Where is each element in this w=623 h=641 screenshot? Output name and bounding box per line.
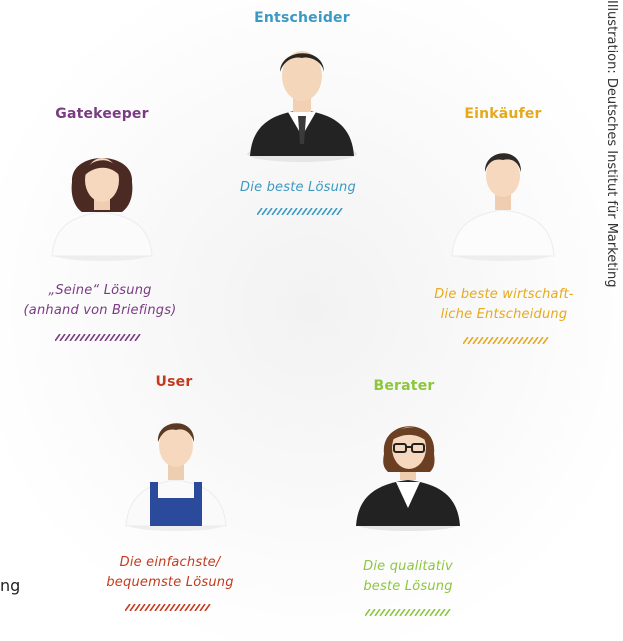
hatch-mark-gatekeeper bbox=[55, 334, 141, 341]
hatch-mark-einkaeufer bbox=[463, 337, 549, 344]
buyer-icon bbox=[451, 153, 555, 261]
hatch-mark-entscheider bbox=[257, 208, 343, 215]
role-title-user: User bbox=[155, 374, 193, 390]
caption-line-1: „Seine“ Lösung bbox=[48, 283, 152, 298]
caption-line-2: (anhand von Briefings) bbox=[23, 303, 177, 318]
role-title-einkaeufer: Einkäufer bbox=[464, 106, 542, 122]
hatch-mark-berater bbox=[365, 609, 451, 616]
worker-icon bbox=[125, 423, 227, 531]
illustration-credit: Illustration: Deutsches Institut für Mar… bbox=[604, 0, 619, 288]
businessman-icon bbox=[247, 51, 357, 162]
consultant-icon bbox=[356, 426, 460, 531]
role-title-berater: Berater bbox=[373, 378, 435, 394]
role-caption-user: Die einfachste/ bequemste Lösung bbox=[106, 553, 233, 593]
caption-line-2: liche Entscheidung bbox=[440, 307, 568, 322]
cropped-edge-text: ng bbox=[0, 576, 21, 595]
caption-line-1: Die beste Lösung bbox=[240, 180, 356, 195]
hatch-mark-user bbox=[125, 604, 211, 611]
woman-icon bbox=[51, 158, 153, 261]
caption-line-1: Die einfachste/ bbox=[119, 555, 221, 570]
role-title-entscheider: Entscheider bbox=[254, 10, 350, 26]
role-caption-einkaeufer: Die beste wirtschaft- liche Entscheidung bbox=[434, 285, 573, 325]
caption-line-1: Die qualitativ bbox=[363, 559, 453, 574]
caption-line-1: Die beste wirtschaft- bbox=[434, 287, 574, 302]
role-caption-gatekeeper: „Seine“ Lösung (anhand von Briefings) bbox=[24, 281, 177, 321]
caption-line-2: bequemste Lösung bbox=[106, 575, 234, 590]
role-title-gatekeeper: Gatekeeper bbox=[55, 106, 149, 122]
role-caption-entscheider: Die beste Lösung bbox=[240, 178, 356, 198]
role-caption-berater: Die qualitativ beste Lösung bbox=[363, 557, 453, 597]
caption-line-2: beste Lösung bbox=[363, 579, 453, 594]
